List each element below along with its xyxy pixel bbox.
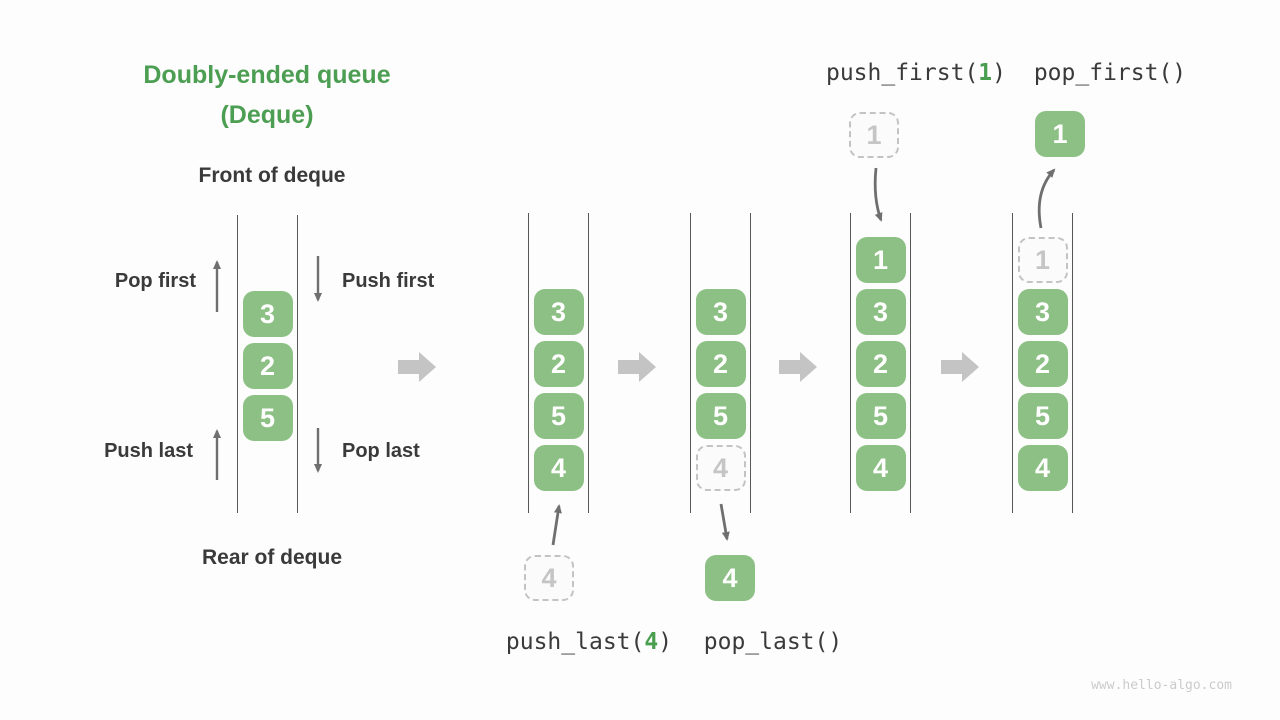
deque-cell: 5 xyxy=(242,395,293,441)
deque-cell: 2 xyxy=(242,343,293,389)
op-arg: 4 xyxy=(644,629,659,655)
front-of-deque-label: Front of deque xyxy=(198,164,346,187)
op-text: push_first( xyxy=(825,60,979,86)
deque-cell: 2 xyxy=(855,341,906,387)
deque-channel-after-push-last: 3 2 5 4 xyxy=(528,213,589,513)
pop-last-label: Pop last xyxy=(342,440,420,462)
deque-cell: 4 xyxy=(1017,445,1068,491)
push-last-label: Push last xyxy=(104,440,193,462)
op-text: ) xyxy=(658,629,673,655)
deque-channel-after-push-first: 1 3 2 5 4 xyxy=(850,213,911,513)
push-first-label: Push first xyxy=(342,270,435,292)
deque-cell: 4 xyxy=(533,445,584,491)
deque-cell: 5 xyxy=(533,393,584,439)
pop-first-label: Pop first xyxy=(114,270,196,292)
deque-cell: 4 xyxy=(695,445,746,491)
transition-arrow-icon xyxy=(618,352,656,382)
deque-cell: 3 xyxy=(533,289,584,335)
deque-cell: 1 xyxy=(855,237,906,283)
deque-cell: 5 xyxy=(695,393,746,439)
op-label-push-last: push_last(4) xyxy=(459,629,719,655)
op-text: ) xyxy=(992,60,1007,86)
page-title-line1: Doubly-ended queue xyxy=(143,61,391,89)
watermark: www.hello-algo.com xyxy=(1091,678,1232,693)
transition-arrow-icon xyxy=(941,352,979,382)
deque-cell: 4 xyxy=(855,445,906,491)
deque-cell: 2 xyxy=(695,341,746,387)
deque-cell: 2 xyxy=(1017,341,1068,387)
deque-channel-after-pop-last: 3 2 5 4 xyxy=(690,213,751,513)
pop-first-result-box: 1 xyxy=(1035,111,1085,157)
rear-of-deque-label: Rear of deque xyxy=(201,546,343,569)
transition-arrow-icon xyxy=(779,352,817,382)
pop-last-result-box: 4 xyxy=(705,555,755,601)
deque-cell: 3 xyxy=(695,289,746,335)
deque-cell: 2 xyxy=(533,341,584,387)
op-arg: 1 xyxy=(978,60,993,86)
op-label-push-first: push_first(1) xyxy=(786,60,1046,86)
deque-cell: 1 xyxy=(1017,237,1068,283)
op-label-pop-first: pop_first() xyxy=(980,60,1240,86)
deque-channel-main: 3 2 5 xyxy=(237,215,298,513)
page-title-line2: (Deque) xyxy=(220,101,314,129)
deque-cell: 3 xyxy=(1017,289,1068,335)
push-last-source-box: 4 xyxy=(524,555,574,601)
op-text: push_last( xyxy=(505,629,645,655)
deque-cell: 3 xyxy=(855,289,906,335)
push-first-source-box: 1 xyxy=(849,112,899,158)
op-text: pop_last() xyxy=(703,629,843,655)
deque-channel-after-pop-first: 1 3 2 5 4 xyxy=(1012,213,1073,513)
deque-cell: 5 xyxy=(855,393,906,439)
deque-cell: 5 xyxy=(1017,393,1068,439)
op-label-pop-last: pop_last() xyxy=(643,629,903,655)
transition-arrow-icon xyxy=(398,352,436,382)
deque-cell: 3 xyxy=(242,291,293,337)
op-text: pop_first() xyxy=(1033,60,1187,86)
